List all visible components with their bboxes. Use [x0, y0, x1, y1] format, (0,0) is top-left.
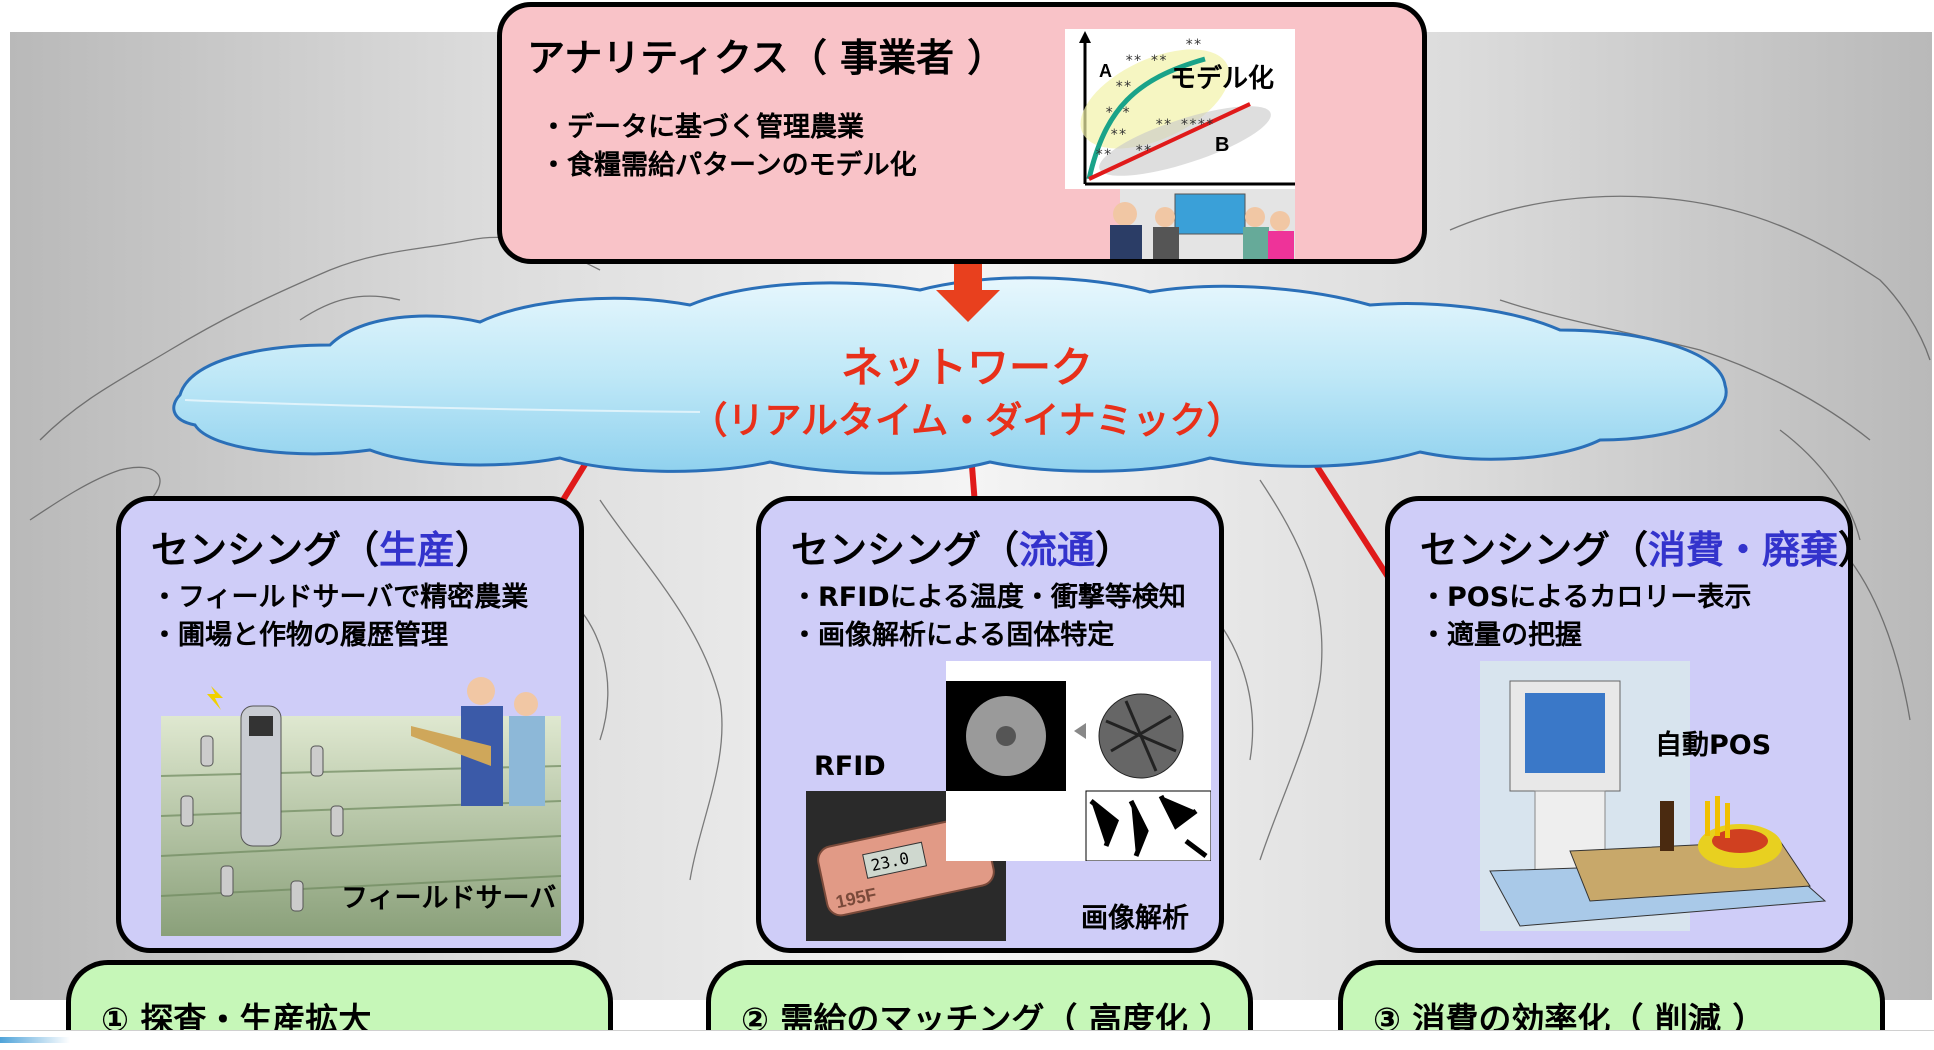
curve-a-label: A: [1099, 61, 1112, 81]
network-subtitle: （リアルタイム・ダイナミック）: [690, 399, 1244, 442]
analytics-bullet: ・データに基づく管理農業: [540, 112, 864, 143]
image-analysis-caption: 画像解析: [1081, 903, 1189, 934]
network-title: ネットワーク: [840, 343, 1093, 392]
model-graph-illustration: A B モデル化 ** ***** * **** ****** ****: [1065, 29, 1295, 259]
field-server-illustration: [161, 677, 561, 936]
sensing-consumption-panel: センシング（消費・廃棄） ・POSによるカロリー表示 ・適量の把握 自動POS: [1385, 496, 1876, 953]
sensing-distribution-title: センシング（流通）: [791, 528, 1134, 572]
model-label: モデル化: [1170, 63, 1274, 93]
rfid-label: RFID: [814, 751, 886, 782]
sensing-production-title: センシング（生産）: [151, 528, 494, 572]
pos-terminal-illustration: [1480, 661, 1827, 931]
slide-footer-line: [0, 1030, 1934, 1050]
svg-text:**: **: [1095, 147, 1112, 163]
sensing-distribution-panel: センシング（流通） ・RFIDによる温度・衝撃等検知 ・画像解析による固体特定 …: [756, 496, 1224, 953]
svg-text:**: **: [1135, 143, 1152, 159]
sensing-bullet: ・適量の把握: [1420, 620, 1582, 651]
sensing-bullet: ・画像解析による固体特定: [791, 620, 1115, 651]
curve-b-label: B: [1215, 134, 1229, 156]
svg-text:* *: * *: [1105, 105, 1130, 121]
svg-text:**: **: [1110, 127, 1127, 143]
auto-pos-caption: 自動POS: [1655, 730, 1772, 761]
image-analysis-illustration: [946, 661, 1211, 861]
sensing-bullet: ・RFIDによる温度・衝撃等検知: [791, 582, 1186, 613]
analytics-bullet: ・食糧需給パターンのモデル化: [540, 150, 917, 181]
sensing-bullet: ・POSによるカロリー表示: [1420, 582, 1752, 613]
svg-text:**: **: [1185, 37, 1202, 53]
sensing-production-panel: センシング（生産） ・フィールドサーバで精密農業 ・圃場と作物の履歴管理 フィー…: [116, 496, 584, 953]
footer-accent: [0, 1037, 70, 1043]
svg-text:** **: ** **: [1125, 53, 1167, 69]
sensing-bullet: ・圃場と作物の履歴管理: [151, 620, 448, 651]
sensing-consumption-title: センシング（消費・廃棄）: [1420, 528, 1877, 572]
analytics-panel: アナリティクス（ 事業者 ） ・データに基づく管理農業 ・食糧需給パターンのモデ…: [497, 2, 1427, 264]
analytics-title: アナリティクス（ 事業者 ）: [527, 36, 1006, 80]
svg-text:**: **: [1115, 79, 1132, 95]
field-server-caption: フィールドサーバ: [341, 883, 557, 914]
svg-text:** ****: ** ****: [1155, 117, 1214, 133]
sensing-bullet: ・フィールドサーバで精密農業: [151, 582, 529, 613]
